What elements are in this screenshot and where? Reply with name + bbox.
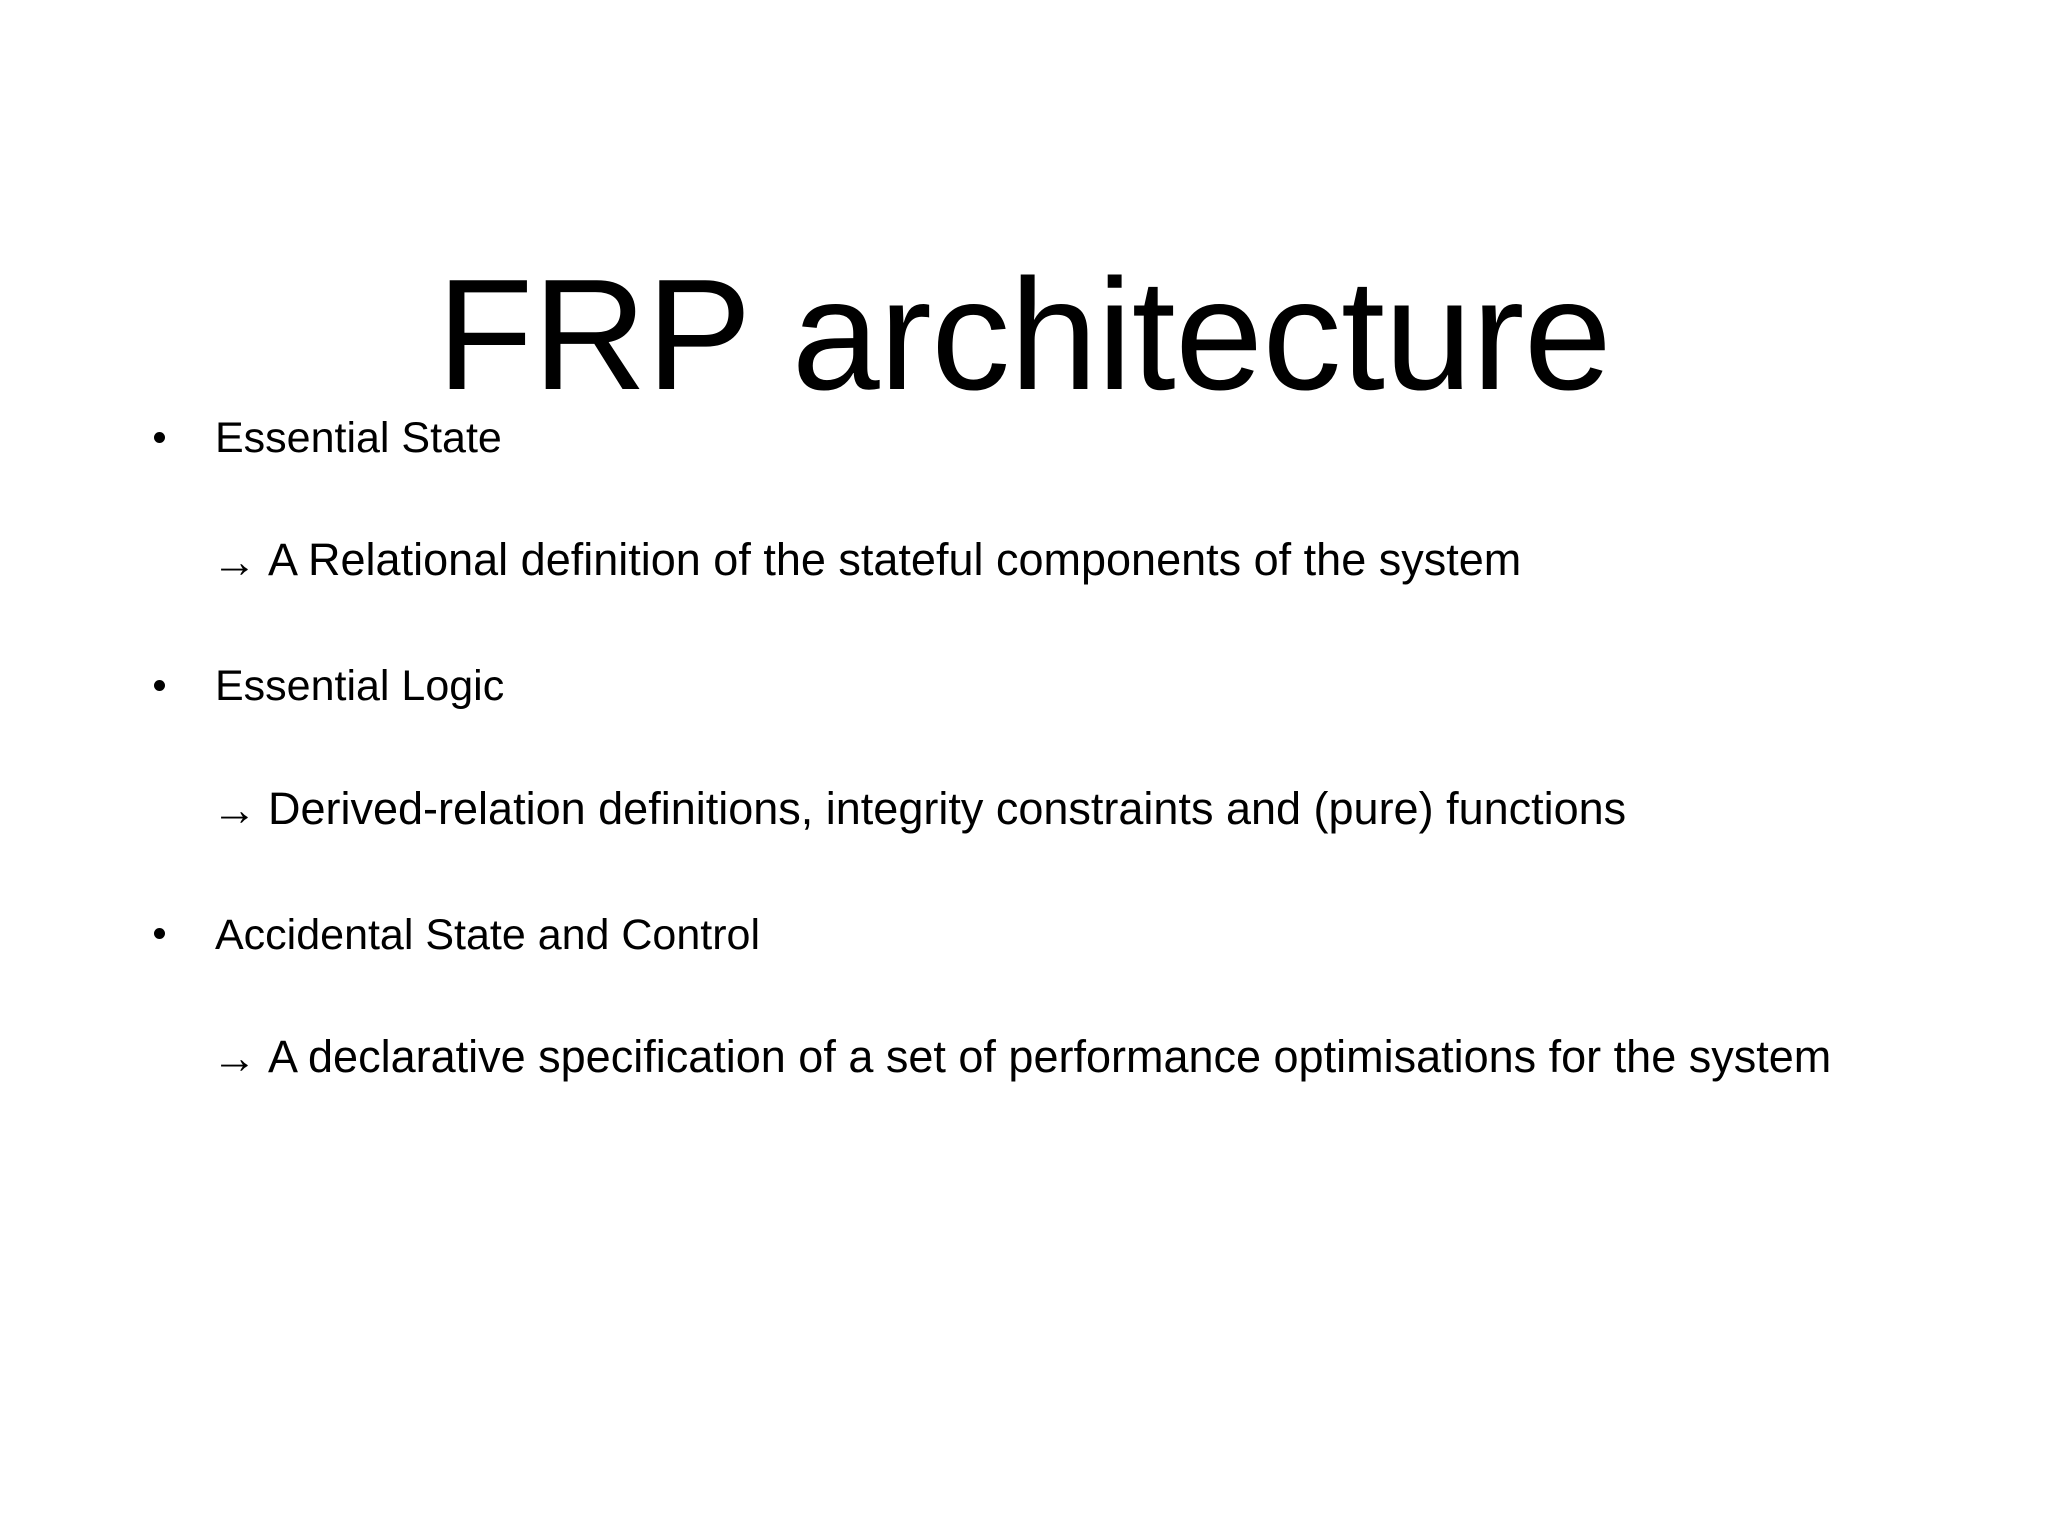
bullet-item-accidental-state-and-control: Accidental State and Control: [140, 909, 1930, 961]
sub-bullet-text: A declarative specification of a set of …: [268, 1030, 1832, 1082]
slide-title: FRP architecture: [436, 246, 1612, 423]
bullet-label: Essential State: [215, 414, 502, 462]
arrow-right-icon: →: [212, 784, 257, 836]
sub-bullet-item-accidental-state-and-control: → A declarative specification of a set o…: [140, 1029, 1930, 1085]
sub-bullet-text: Derived-relation definitions, integrity …: [268, 782, 1627, 834]
sub-bullet-item-essential-state: → A Relational definition of the statefu…: [140, 532, 1930, 588]
spacer: [140, 961, 1930, 1029]
spacer: [140, 464, 1930, 532]
bullet-dot-icon: [154, 928, 165, 940]
arrow-right-icon: →: [212, 1032, 257, 1084]
slide-body: Essential State → A Relational definitio…: [140, 412, 1930, 1085]
spacer: [140, 837, 1930, 909]
spacer: [140, 588, 1930, 660]
bullet-item-essential-logic: Essential Logic: [140, 660, 1930, 712]
bullet-label: Accidental State and Control: [215, 910, 760, 959]
bullet-item-essential-state: Essential State: [140, 412, 1930, 464]
bullet-dot-icon: [154, 680, 165, 692]
arrow-right-icon: →: [212, 535, 257, 587]
bullet-dot-icon: [154, 431, 165, 443]
sub-bullet-item-essential-logic: → Derived-relation definitions, integrit…: [140, 781, 1930, 837]
bullet-label: Essential Logic: [215, 662, 505, 711]
sub-bullet-text: A Relational definition of the stateful …: [268, 534, 1522, 586]
spacer: [140, 713, 1930, 781]
